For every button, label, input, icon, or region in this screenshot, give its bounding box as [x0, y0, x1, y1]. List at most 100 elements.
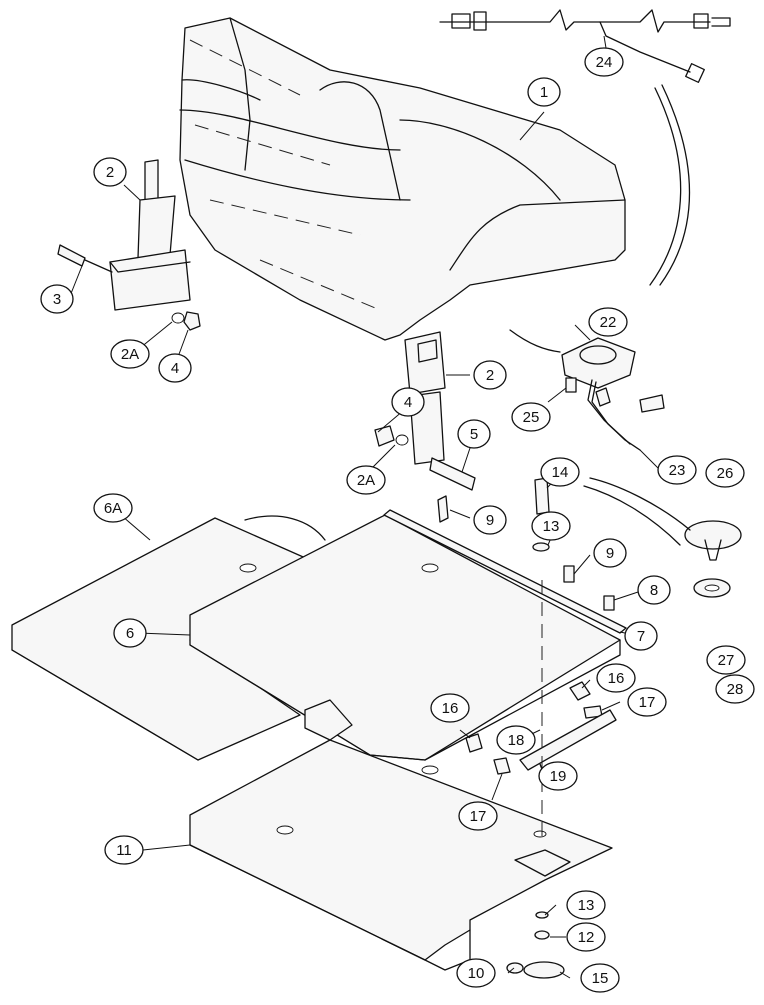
callout-label: 2A: [357, 472, 375, 489]
callout-label: 14: [552, 464, 569, 481]
callout-c17a: 17: [627, 687, 667, 717]
callout-c7: 7: [624, 621, 658, 651]
callout-circle: [715, 674, 755, 704]
callout-c28: 28: [715, 674, 755, 704]
callout-c10: 10: [456, 958, 496, 988]
callout-c16b: 16: [430, 693, 470, 723]
callout-c17b: 17: [458, 801, 498, 831]
callout-c5: 5: [457, 419, 491, 449]
callout-c8: 8: [637, 575, 671, 605]
callout-label: 1: [540, 84, 548, 101]
callout-label: 23: [669, 462, 686, 479]
callout-c22: 22: [588, 307, 628, 337]
plate-6: [189, 514, 621, 761]
callout-c25: 25: [511, 402, 551, 432]
callout-c4a: 4: [158, 353, 192, 383]
callout-labels: 1 22 2A 2A 3 4 4 5 6 6A 7 8 9 9 10 11 12 13 13 14 15 16 16 17 17…: [40, 47, 755, 993]
callout-label: 2: [486, 367, 494, 384]
callout-c2Aa: 2A: [110, 339, 150, 369]
callout-circle: [511, 402, 551, 432]
callout-circle: [457, 419, 491, 449]
callout-circle: [596, 663, 636, 693]
callout-circle: [566, 922, 606, 952]
callout-label: 10: [468, 965, 485, 982]
callout-label: 7: [637, 628, 645, 645]
callout-label: 25: [523, 409, 540, 426]
callout-label: 3: [53, 291, 61, 308]
seat-switch: [509, 329, 665, 451]
callout-circle: [113, 618, 147, 648]
callout-circle: [531, 511, 571, 541]
wiring-harness: [439, 9, 731, 286]
callout-circle: [391, 387, 425, 417]
callout-c15: 15: [580, 963, 620, 993]
callout-c2b: 2: [473, 360, 507, 390]
callout-label: 2A: [121, 346, 139, 363]
callout-c14: 14: [540, 457, 580, 487]
callout-circle: [627, 687, 667, 717]
callout-c23: 23: [657, 455, 697, 485]
callout-circle: [637, 575, 671, 605]
callout-circle: [657, 455, 697, 485]
callout-label: 16: [608, 670, 625, 687]
callout-c9b: 9: [593, 538, 627, 568]
callout-label: 16: [442, 700, 459, 717]
callout-label: 8: [650, 582, 658, 599]
callout-c2Ab: 2A: [346, 465, 386, 495]
callout-circle: [540, 457, 580, 487]
callout-circle: [593, 538, 627, 568]
plate-11: [189, 699, 613, 971]
callout-circle: [158, 353, 192, 383]
callout-circle: [527, 77, 561, 107]
callout-c12: 12: [566, 922, 606, 952]
callout-circle: [706, 645, 746, 675]
callout-c16a: 16: [596, 663, 636, 693]
callout-label: 28: [727, 681, 744, 698]
callout-label: 6: [126, 625, 134, 642]
seatbelt-buckle-right: [374, 331, 476, 491]
callout-circle: [40, 284, 74, 314]
callout-label: 24: [596, 54, 613, 71]
callout-c1: 1: [527, 77, 561, 107]
callout-circle: [496, 725, 536, 755]
callout-label: 18: [508, 732, 525, 749]
callout-circle: [430, 693, 470, 723]
callout-circle: [473, 360, 507, 390]
callout-circle: [458, 801, 498, 831]
callout-c9a: 9: [473, 505, 507, 535]
callout-label: 22: [600, 314, 617, 331]
callout-circle: [588, 307, 628, 337]
callout-circle: [566, 890, 606, 920]
callout-label: 15: [592, 970, 609, 987]
callout-c24: 24: [584, 47, 624, 77]
callout-c3: 3: [40, 284, 74, 314]
callout-circle: [473, 505, 507, 535]
callout-label: 13: [543, 518, 560, 535]
callout-circle: [93, 493, 133, 523]
callout-c27: 27: [706, 645, 746, 675]
callout-label: 9: [606, 545, 614, 562]
callout-label: 17: [639, 694, 656, 711]
callout-label: 6A: [104, 500, 122, 517]
callout-label: 5: [470, 426, 478, 443]
hinge-strip: [383, 509, 627, 634]
callout-label: 12: [578, 929, 595, 946]
callout-label: 11: [116, 842, 132, 859]
callout-circle: [110, 339, 150, 369]
callout-label: 27: [718, 652, 735, 669]
callout-circle: [346, 465, 386, 495]
callout-c11: 11: [104, 835, 144, 865]
callout-label: 19: [550, 768, 567, 785]
callout-c4b: 4: [391, 387, 425, 417]
callout-label: 9: [486, 512, 494, 529]
callout-circle: [705, 458, 745, 488]
seat-assembly: [179, 17, 626, 341]
callout-label: 17: [470, 808, 487, 825]
callout-label: 13: [578, 897, 595, 914]
callout-c19: 19: [538, 761, 578, 791]
callout-circle: [93, 157, 127, 187]
callout-circle: [104, 835, 144, 865]
callout-c18: 18: [496, 725, 536, 755]
callout-label: 4: [171, 360, 179, 377]
